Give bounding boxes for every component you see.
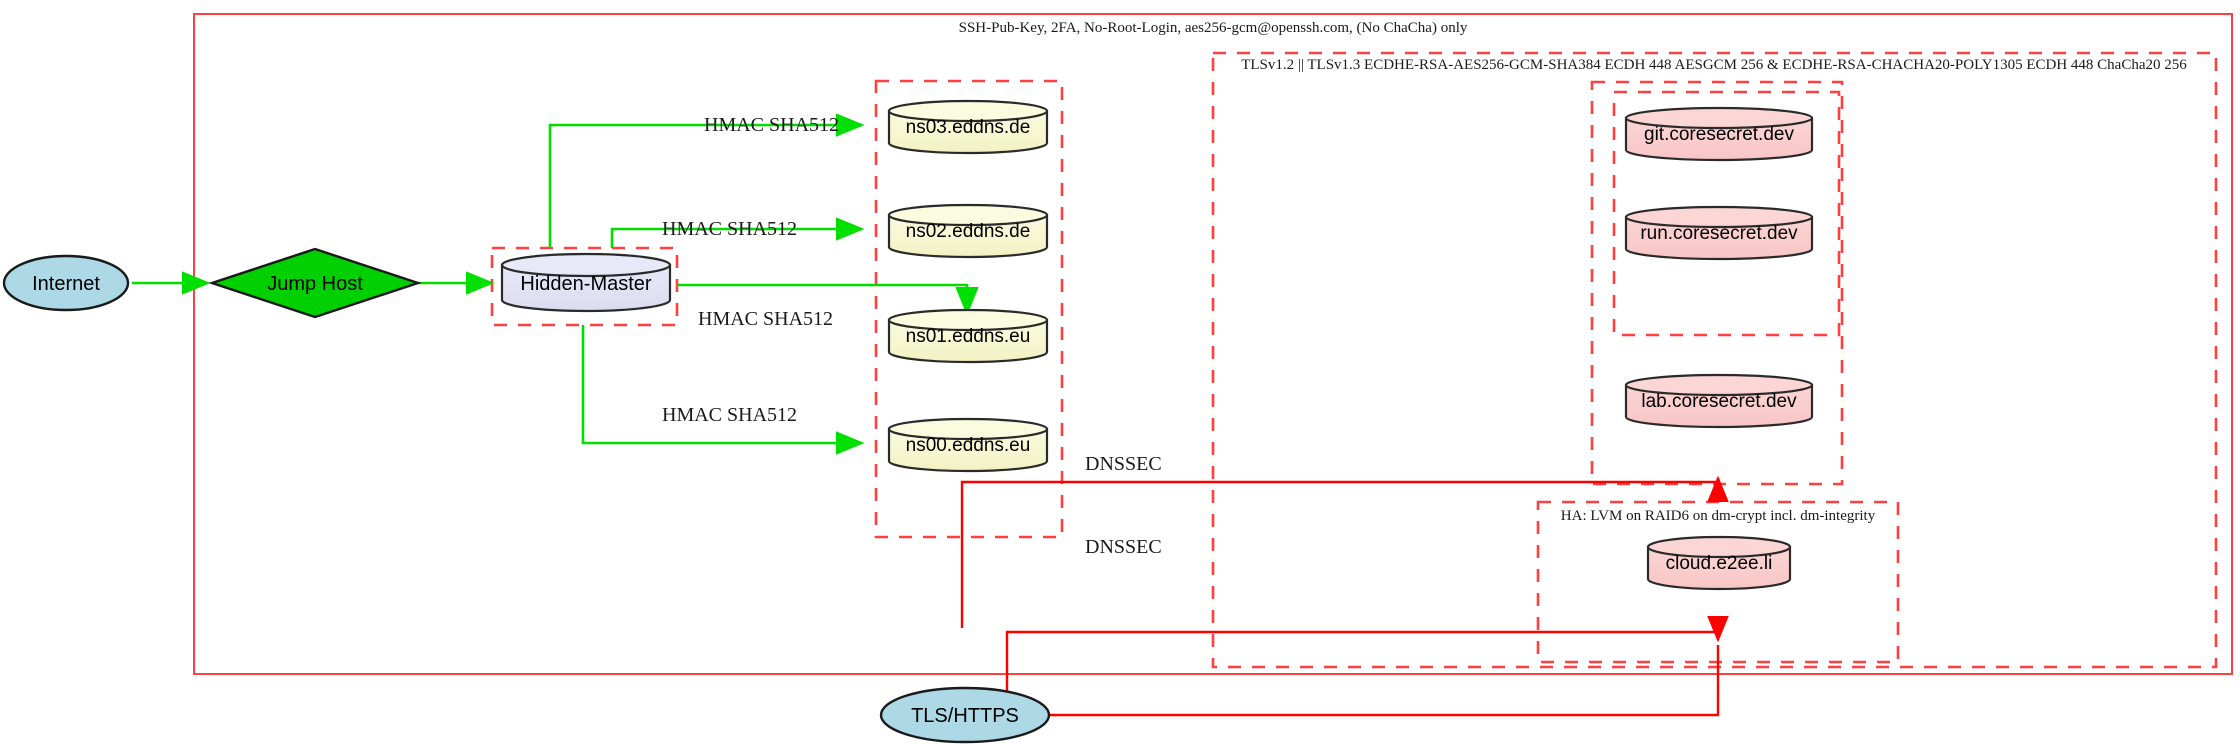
- edge-label-dnssec-lower: DNSSEC: [1085, 536, 1162, 558]
- node-ns01-label: ns01.eddns.eu: [906, 326, 1031, 347]
- node-ns02[interactable]: ns02.eddns.de: [887, 203, 1049, 259]
- node-cloud-e2ee[interactable]: cloud.e2ee.li: [1646, 535, 1792, 591]
- edge-label-hmac-ns01: HMAC SHA512: [698, 308, 833, 330]
- node-lab-coresecret-label: lab.coresecret.dev: [1641, 391, 1797, 412]
- cluster-nameservers: [874, 79, 1064, 539]
- node-tls-https[interactable]: TLS/HTTPS: [879, 686, 1051, 744]
- edge-master-to-ns03: [548, 113, 865, 248]
- node-ns00-label: ns00.eddns.eu: [906, 435, 1031, 456]
- node-ns02-label: ns02.eddns.de: [906, 221, 1031, 242]
- annotation-ha-policy: HA: LVM on RAID6 on dm-crypt incl. dm-in…: [1561, 508, 1876, 524]
- edge-master-to-ns02: [610, 217, 865, 248]
- node-hidden-master[interactable]: Hidden-Master: [500, 252, 672, 313]
- node-internet[interactable]: Internet: [2, 254, 130, 312]
- edge-label-hmac-ns02: HMAC SHA512: [662, 218, 797, 240]
- cluster-ssh-outer: [193, 13, 2233, 675]
- node-tls-https-label: TLS/HTTPS: [911, 705, 1019, 727]
- node-lab-coresecret[interactable]: lab.coresecret.dev: [1624, 373, 1814, 429]
- annotation-ssh-policy: SSH-Pub-Key, 2FA, No-Root-Login, aes256-…: [959, 20, 1468, 36]
- node-jump-host[interactable]: Jump Host: [208, 247, 422, 319]
- node-ns03-label: ns03.eddns.de: [906, 117, 1031, 138]
- node-git-coresecret[interactable]: git.coresecret.dev: [1624, 106, 1814, 162]
- annotation-tls-policy: TLSv1.2 || TLSv1.3 ECDHE-RSA-AES256-GCM-…: [1241, 57, 2187, 73]
- node-ns01[interactable]: ns01.eddns.eu: [887, 308, 1049, 364]
- node-run-coresecret[interactable]: run.coresecret.dev: [1624, 205, 1814, 261]
- node-internet-label: Internet: [32, 273, 100, 295]
- edge-master-to-ns00: [581, 325, 865, 455]
- node-git-coresecret-label: git.coresecret.dev: [1644, 124, 1794, 145]
- edge-dnssec-upper: [960, 475, 1729, 628]
- edge-label-hmac-ns00: HMAC SHA512: [662, 404, 797, 426]
- node-hidden-master-label: Hidden-Master: [520, 273, 652, 295]
- cluster-tls-region: [1211, 51, 2218, 669]
- node-cloud-e2ee-label: cloud.e2ee.li: [1666, 553, 1773, 574]
- cluster-coresecret-inner: [1612, 90, 1841, 337]
- node-ns03[interactable]: ns03.eddns.de: [887, 99, 1049, 155]
- edge-label-hmac-ns03: HMAC SHA512: [704, 114, 839, 136]
- node-run-coresecret-label: run.coresecret.dev: [1640, 223, 1798, 244]
- node-jump-host-label: Jump Host: [267, 273, 363, 295]
- edge-dnssec-lower: [1005, 616, 1729, 700]
- node-ns00[interactable]: ns00.eddns.eu: [887, 417, 1049, 473]
- edge-master-to-ns01: [677, 283, 979, 316]
- edge-label-dnssec-upper: DNSSEC: [1085, 453, 1162, 475]
- edge-tlshttps-to-region: [1050, 645, 1720, 717]
